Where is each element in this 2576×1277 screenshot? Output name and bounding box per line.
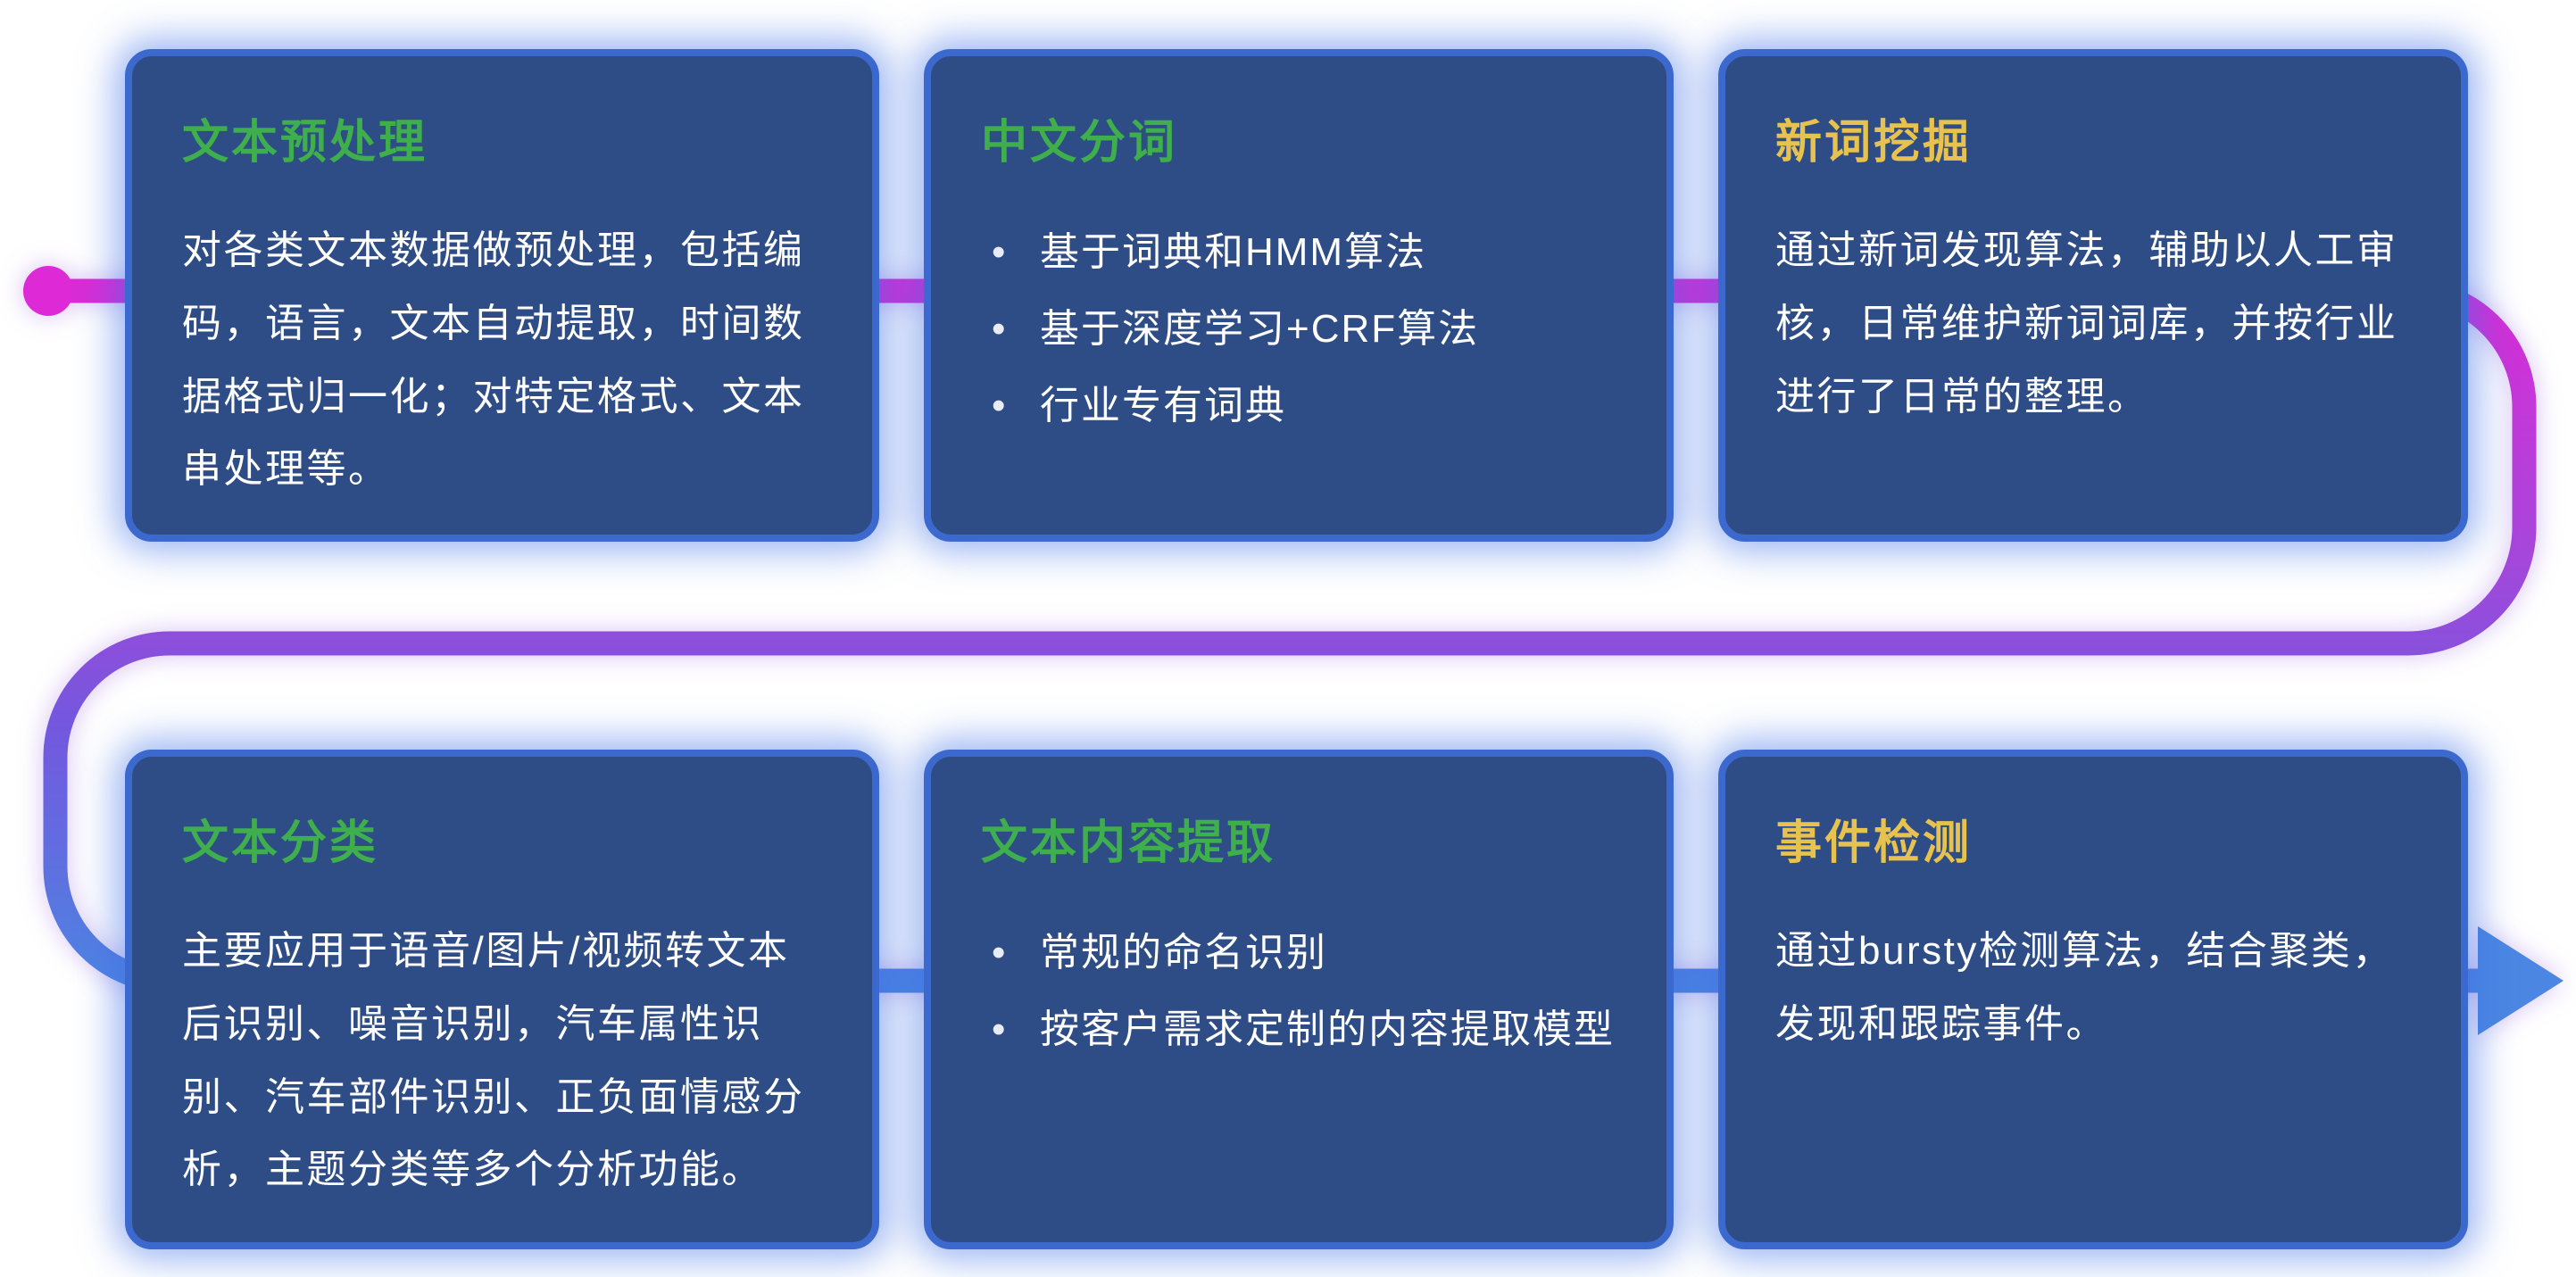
card-title: 中文分词 xyxy=(981,117,1178,169)
card-chinese-word-segmentation: 中文分词 基于词典和HMM算法 基于深度学习+CRF算法 行业专有词典 xyxy=(924,49,1674,542)
card-title: 文本内容提取 xyxy=(981,817,1276,869)
card-title: 新词挖掘 xyxy=(1775,117,1973,169)
card-text-classification: 文本分类 主要应用于语音/图片/视频转文本后识别、噪音识别，汽车属性识别、汽车部… xyxy=(125,750,879,1249)
card-bullets: 常规的命名识别 按客户需求定制的内容提取模型 xyxy=(981,915,1616,1068)
card-text-content-extraction: 文本内容提取 常规的命名识别 按客户需求定制的内容提取模型 xyxy=(924,750,1674,1249)
card-bullets: 基于词典和HMM算法 基于深度学习+CRF算法 行业专有词典 xyxy=(981,214,1616,444)
card-body: 通过bursty检测算法，结合聚类，发现和跟踪事件。 xyxy=(1775,929,2394,1046)
card-text-preprocessing: 文本预处理 对各类文本数据做预处理，包括编码，语言，文本自动提取，时间数据格式归… xyxy=(125,49,879,542)
bullet-item: 行业专有词典 xyxy=(981,368,1616,444)
card-title: 事件检测 xyxy=(1775,817,1973,869)
card-body: 对各类文本数据做预处理，包括编码，语言，文本自动提取，时间数据格式归一化；对特定… xyxy=(182,228,805,492)
bullet-item: 基于深度学习+CRF算法 xyxy=(981,291,1616,368)
bullet-item: 基于词典和HMM算法 xyxy=(981,214,1616,291)
bullet-item: 按客户需求定制的内容提取模型 xyxy=(981,991,1616,1068)
card-body: 主要应用于语音/图片/视频转文本后识别、噪音识别，汽车属性识别、汽车部件识别、正… xyxy=(182,929,805,1192)
card-title: 文本预处理 xyxy=(182,117,428,169)
card-new-word-mining: 新词挖掘 通过新词发现算法，辅助以人工审核，日常维护新词词库，并按行业进行了日常… xyxy=(1718,49,2468,542)
card-title: 文本分类 xyxy=(182,817,379,869)
flow-end-arrow-icon xyxy=(2478,926,2564,1035)
bullet-item: 常规的命名识别 xyxy=(981,915,1616,991)
flow-start-dot-icon xyxy=(23,266,73,316)
card-event-detection: 事件检测 通过bursty检测算法，结合聚类，发现和跟踪事件。 xyxy=(1718,750,2468,1249)
flow-line xyxy=(43,278,2537,993)
card-body: 通过新词发现算法，辅助以人工审核，日常维护新词词库，并按行业进行了日常的整理。 xyxy=(1775,228,2398,419)
